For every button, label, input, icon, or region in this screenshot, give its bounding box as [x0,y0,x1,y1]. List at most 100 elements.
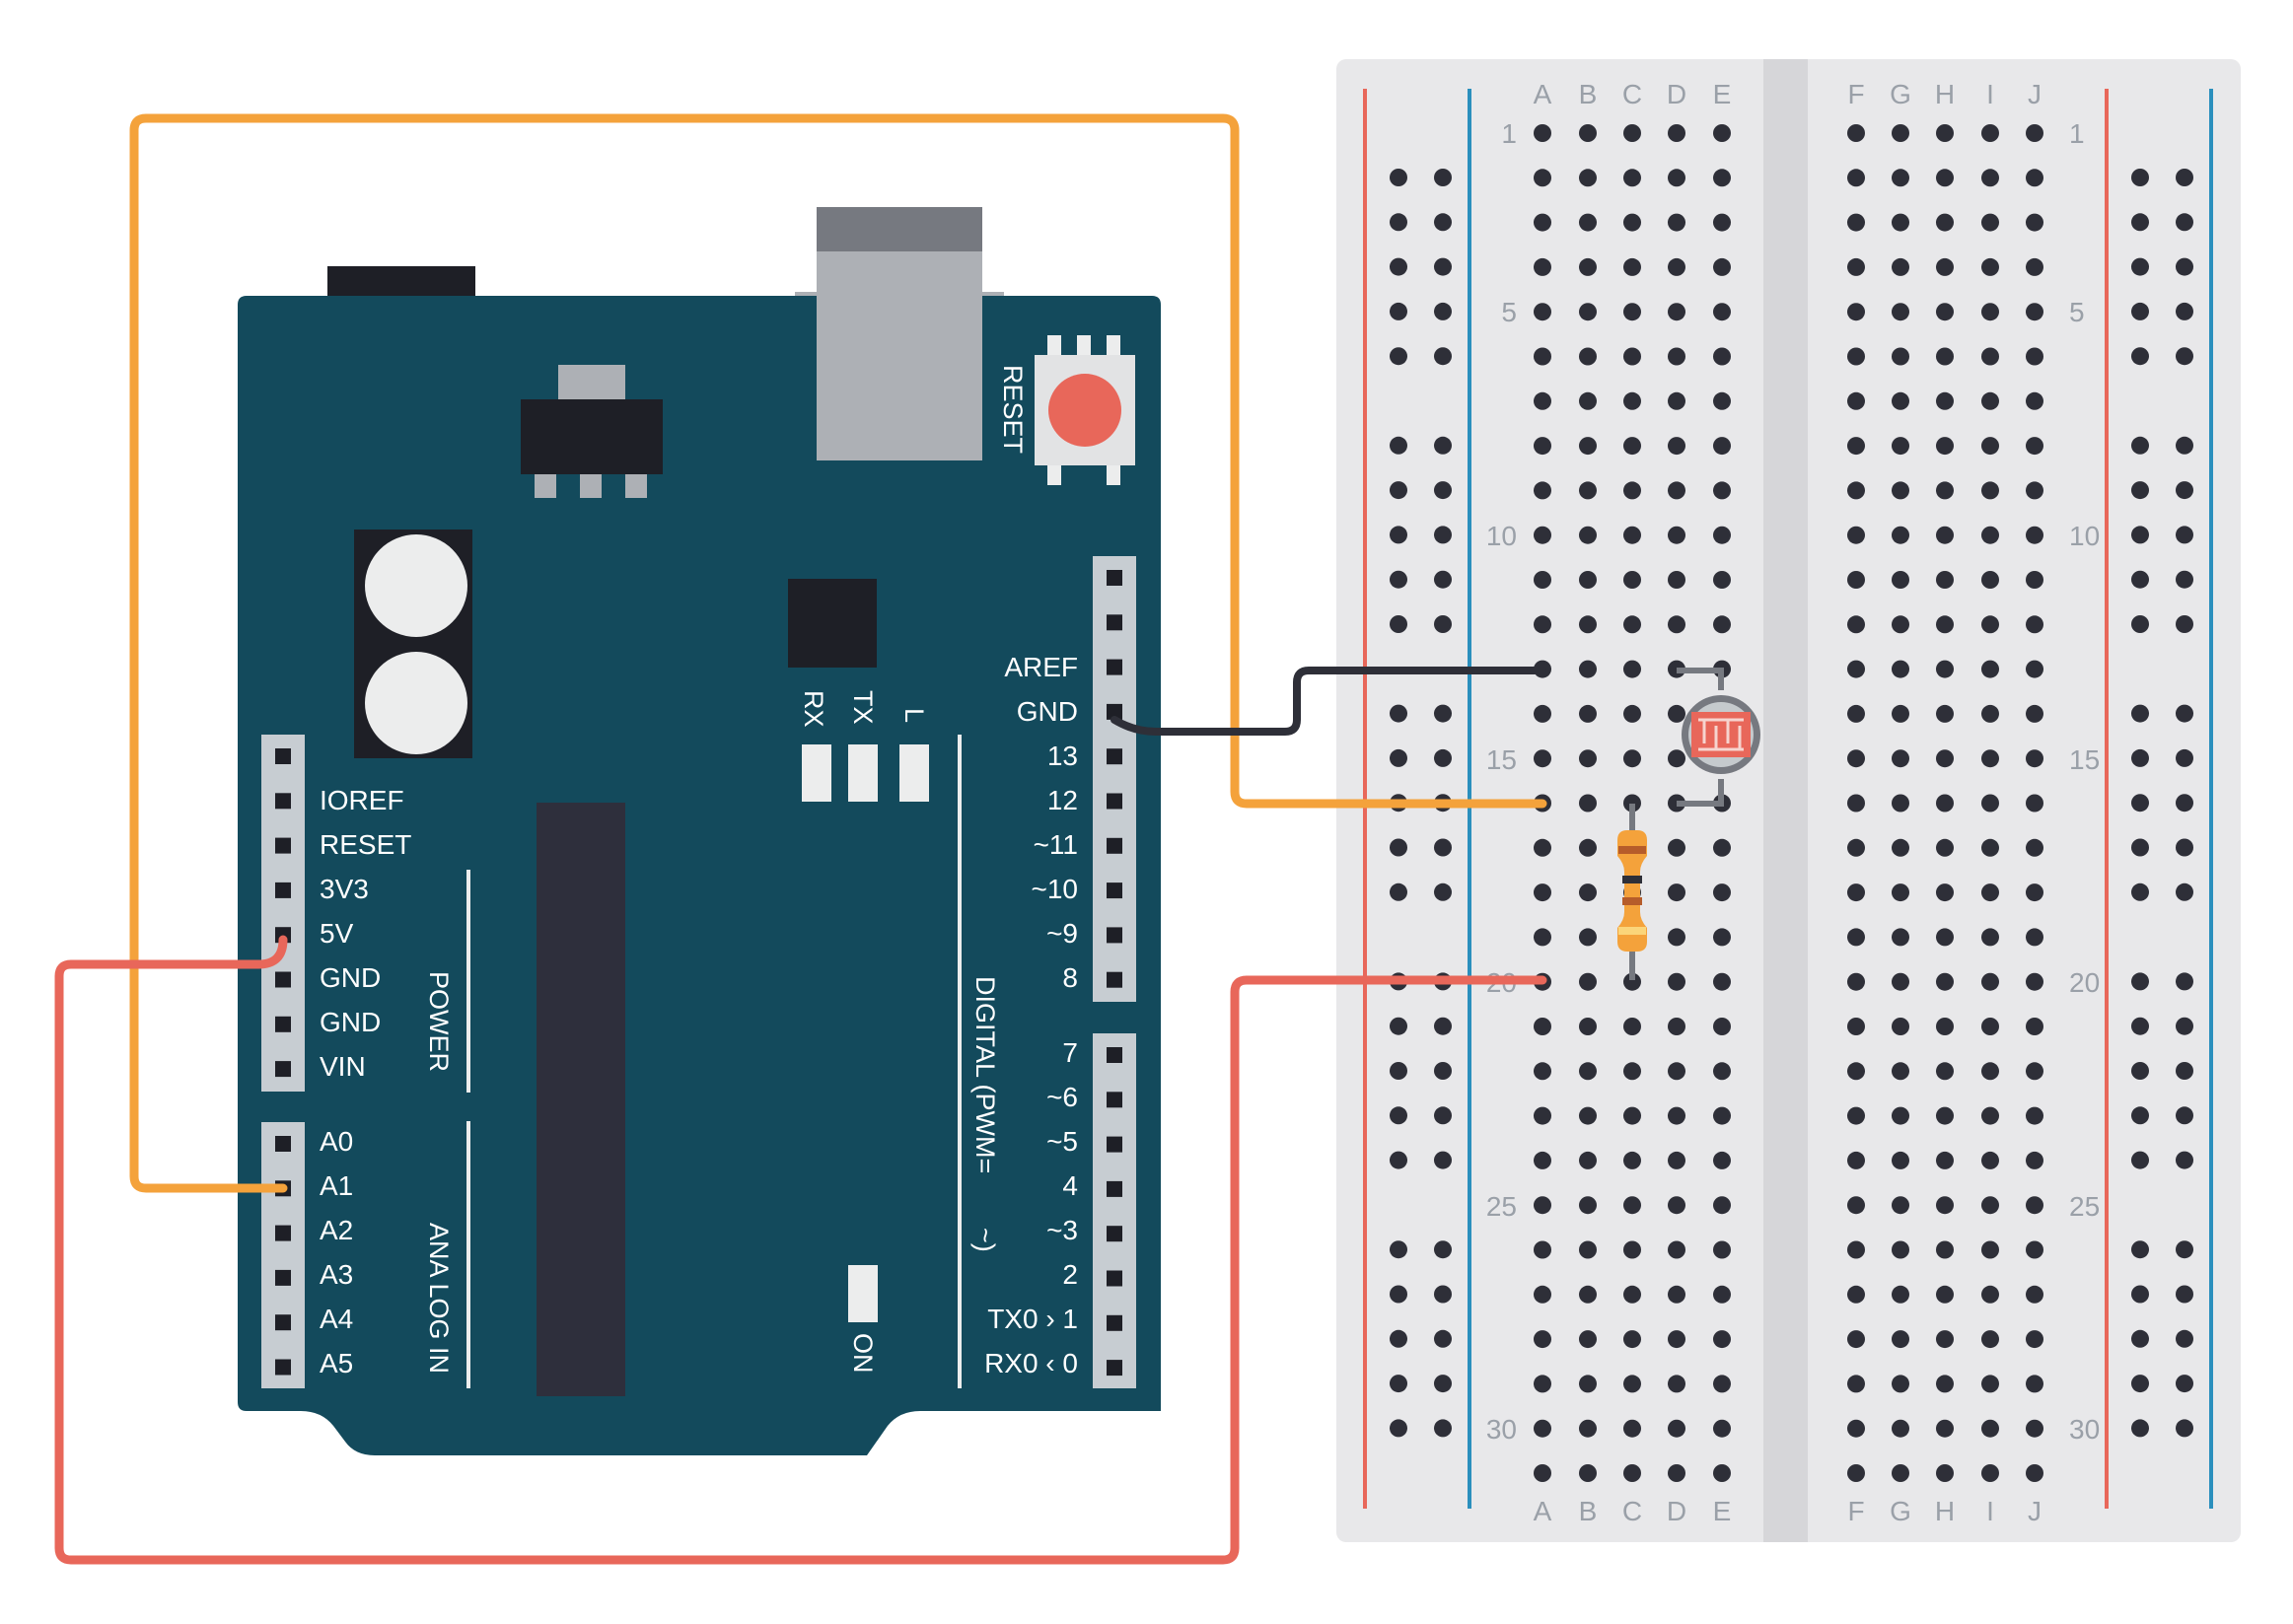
breadboard-hole[interactable] [1668,1419,1685,1438]
breadboard-hole[interactable] [1936,437,1954,456]
rail-hole[interactable] [2176,1285,2193,1304]
power-header-pin[interactable] [275,793,291,810]
breadboard-hole[interactable] [1668,1062,1685,1081]
breadboard-hole[interactable] [1936,794,1954,812]
breadboard-hole[interactable] [1579,1196,1597,1215]
rail-hole[interactable] [2176,1062,2193,1080]
breadboard-hole[interactable] [1713,1018,1731,1035]
rail-hole[interactable] [1390,302,1407,320]
breadboard-hole[interactable] [1623,124,1641,142]
rail-hole[interactable] [2176,1240,2193,1259]
digital-header-pin[interactable] [1107,1360,1122,1377]
rail-hole[interactable] [2131,1151,2149,1169]
breadboard-hole[interactable] [1847,124,1865,142]
analog-header-pin[interactable] [275,1359,291,1376]
breadboard-hole[interactable] [1936,928,1954,947]
breadboard-hole[interactable] [1981,1196,1999,1215]
rail-hole[interactable] [1390,257,1407,276]
breadboard-hole[interactable] [1936,257,1954,276]
breadboard-hole[interactable] [1981,526,1999,544]
breadboard-hole[interactable] [1623,1464,1641,1482]
rail-hole[interactable] [1434,302,1452,320]
breadboard-hole[interactable] [2026,749,2043,768]
breadboard-hole[interactable] [1713,883,1731,902]
breadboard-hole[interactable] [1892,391,1909,410]
rail-hole[interactable] [2176,213,2193,232]
rail-hole[interactable] [2131,838,2149,857]
breadboard-hole[interactable] [2026,1330,2043,1349]
breadboard-hole[interactable] [1623,660,1641,678]
breadboard-hole[interactable] [1892,615,1909,634]
rail-hole[interactable] [2131,1017,2149,1035]
breadboard-hole[interactable] [1892,1062,1909,1081]
rail-hole[interactable] [2176,436,2193,455]
breadboard-hole[interactable] [1847,928,1865,947]
breadboard-hole[interactable] [1534,124,1551,142]
rail-hole[interactable] [1434,704,1452,723]
breadboard-hole[interactable] [1892,1285,1909,1304]
digital-header-pin[interactable] [1107,1270,1122,1287]
breadboard-hole[interactable] [1579,571,1597,589]
rail-hole[interactable] [2176,615,2193,633]
digital-header-pin[interactable] [1107,883,1122,899]
breadboard-hole[interactable] [2026,794,2043,812]
breadboard-hole[interactable] [1981,704,1999,723]
breadboard-hole[interactable] [1892,838,1909,857]
rail-hole[interactable] [2131,1062,2149,1080]
digital-header-pin[interactable] [1107,1047,1122,1063]
breadboard-hole[interactable] [1847,437,1865,456]
rail-hole[interactable] [2176,1419,2193,1438]
rail-hole[interactable] [2176,704,2193,723]
breadboard-hole[interactable] [1847,571,1865,589]
rail-hole[interactable] [2131,570,2149,589]
breadboard-hole[interactable] [1892,660,1909,678]
breadboard-hole[interactable] [1892,257,1909,276]
breadboard-hole[interactable] [1981,1018,1999,1035]
breadboard-hole[interactable] [1534,1285,1551,1304]
breadboard-hole[interactable] [1623,1018,1641,1035]
breadboard-hole[interactable] [2026,615,2043,634]
breadboard-hole[interactable] [1892,213,1909,232]
rail-hole[interactable] [2131,748,2149,767]
rail-hole[interactable] [2176,526,2193,544]
breadboard-hole[interactable] [1713,928,1731,947]
breadboard-hole[interactable] [2026,704,2043,723]
breadboard-hole[interactable] [1936,571,1954,589]
wire-a1-to-photoresistor[interactable] [129,113,1547,1193]
rail-hole[interactable] [2131,481,2149,500]
breadboard-hole[interactable] [1847,1196,1865,1215]
breadboard-hole[interactable] [1668,526,1685,544]
rail-hole[interactable] [1434,1285,1452,1304]
resistor-icon[interactable] [1617,804,1647,980]
breadboard-hole[interactable] [2026,883,2043,902]
breadboard-hole[interactable] [1713,347,1731,366]
breadboard-hole[interactable] [1534,1062,1551,1081]
breadboard-hole[interactable] [1892,1419,1909,1438]
breadboard-hole[interactable] [1713,526,1731,544]
breadboard-hole[interactable] [1892,481,1909,500]
breadboard-hole[interactable] [2026,1419,2043,1438]
breadboard-hole[interactable] [1534,1375,1551,1393]
breadboard-hole[interactable] [1892,1106,1909,1125]
power-header-pin[interactable] [275,837,291,854]
breadboard-hole[interactable] [1579,1419,1597,1438]
rail-hole[interactable] [2176,883,2193,901]
breadboard-hole[interactable] [2026,1196,2043,1215]
breadboard-hole[interactable] [2026,437,2043,456]
breadboard-hole[interactable] [1623,704,1641,723]
breadboard-hole[interactable] [1892,124,1909,142]
breadboard-hole[interactable] [1534,571,1551,589]
rail-hole[interactable] [1390,526,1407,544]
breadboard-hole[interactable] [1579,437,1597,456]
rail-hole[interactable] [1434,436,1452,455]
breadboard-hole[interactable] [1981,972,1999,991]
breadboard-hole[interactable] [1936,1151,1954,1169]
rail-hole[interactable] [2131,1106,2149,1125]
breadboard-hole[interactable] [1579,303,1597,321]
rail-hole[interactable] [2176,347,2193,366]
breadboard-hole[interactable] [1847,1151,1865,1169]
breadboard-hole[interactable] [1668,571,1685,589]
breadboard-hole[interactable] [1936,526,1954,544]
digital-header-pin[interactable] [1107,570,1122,586]
breadboard-hole[interactable] [1579,749,1597,768]
